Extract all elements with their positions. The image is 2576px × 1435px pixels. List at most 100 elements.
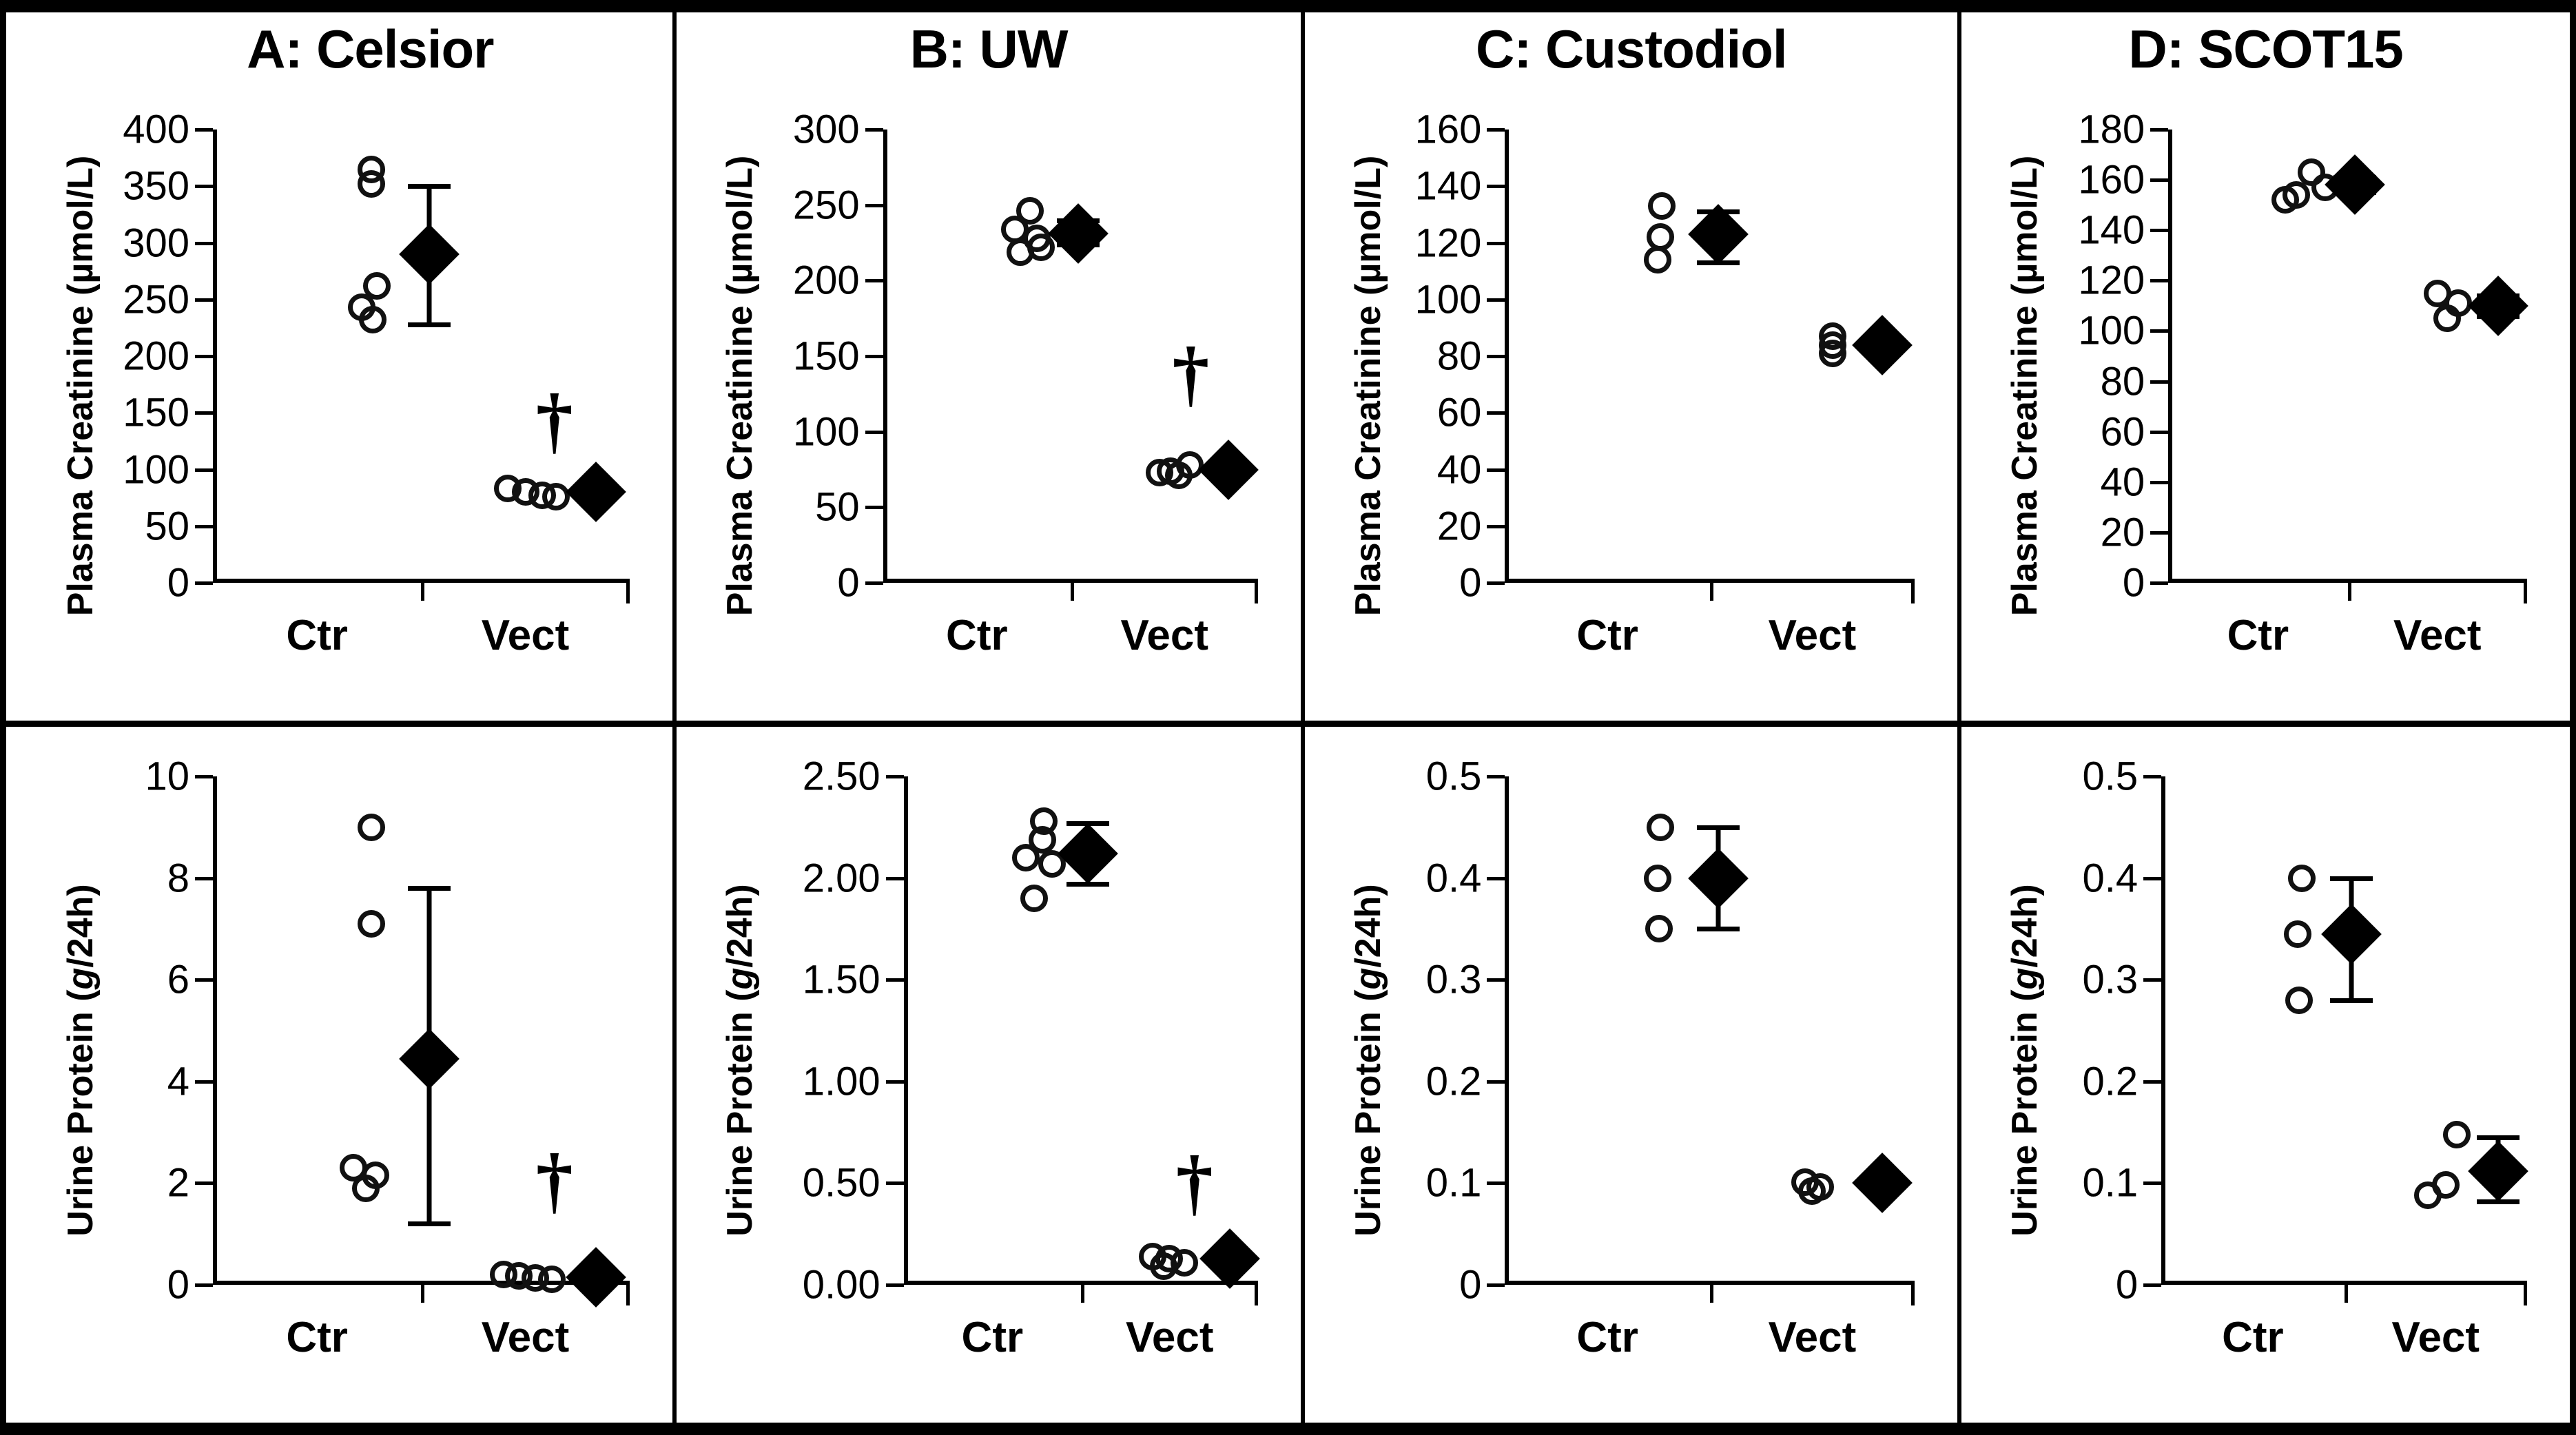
y-tick: [1487, 978, 1505, 982]
data-point: [357, 813, 385, 841]
y-axis-label: Plasma Creatinine (µmol/L): [61, 155, 101, 617]
y-tick-label: 0: [167, 560, 189, 606]
data-point: [2283, 920, 2311, 948]
y-tick: [195, 978, 213, 982]
y-tick: [865, 355, 883, 358]
error-bar-cap-lower: [2476, 1199, 2520, 1204]
y-tick: [195, 128, 213, 132]
y-tick-label: 0.4: [1425, 856, 1482, 901]
y-tick-label: 50: [815, 484, 860, 530]
y-tick: [2150, 178, 2169, 183]
x-tick-mid: [2344, 1285, 2348, 1303]
mean-marker: [566, 1247, 627, 1308]
data-point: [2271, 186, 2300, 214]
y-tick: [195, 876, 213, 880]
y-tick: [2143, 775, 2162, 778]
y-tick-label: 0: [167, 1262, 189, 1308]
data-point: [357, 910, 385, 938]
mean-marker: [399, 224, 460, 285]
mean-marker: [2325, 154, 2385, 216]
y-tick: [195, 468, 213, 472]
y-tick-label: 100: [2078, 308, 2145, 353]
y-tick: [1487, 1181, 1505, 1186]
x-tick-end: [1255, 583, 1259, 603]
y-tick: [885, 775, 904, 778]
mean-marker: [2321, 903, 2382, 964]
y-tick: [1487, 355, 1505, 358]
y-tick: [1487, 775, 1505, 778]
mean-marker: [2468, 276, 2529, 336]
data-point: [1165, 462, 1193, 490]
y-axis-label: Urine Protein (g/24h): [1348, 884, 1389, 1237]
y-axis-label: Urine Protein (g/24h): [2005, 884, 2046, 1237]
y-tick-label: 0: [2122, 560, 2145, 606]
y-tick: [195, 298, 213, 302]
y-tick: [865, 581, 883, 585]
y-tick-label: 160: [2078, 157, 2145, 203]
x-axis-label-ctr: Ctr: [2227, 612, 2289, 659]
y-tick-label: 2.50: [802, 754, 880, 799]
y-tick: [1487, 876, 1505, 880]
y-tick-label: 300: [123, 220, 189, 265]
y-tick-label: 1.00: [802, 1059, 880, 1104]
data-point: [1647, 813, 1675, 841]
y-tick: [2143, 1181, 2162, 1186]
data-point: [1150, 1252, 1178, 1281]
x-axis-line: [2161, 1281, 2527, 1285]
y-tick: [2150, 229, 2169, 233]
data-point: [1645, 915, 1673, 943]
y-axis-line: [2168, 130, 2173, 583]
mean-marker: [1687, 847, 1749, 909]
y-tick: [2150, 380, 2169, 384]
y-tick: [195, 185, 213, 189]
y-tick-label: 0.5: [1425, 754, 1482, 799]
x-tick-end: [1255, 1285, 1259, 1305]
y-axis-label: Urine Protein (g/24h): [61, 884, 101, 1237]
panel-title: A: Celsior: [247, 19, 494, 79]
y-tick-label: 1.50: [802, 957, 880, 1002]
data-point: [1029, 825, 1057, 854]
data-point: [1648, 192, 1676, 220]
y-tick-label: 0.3: [1425, 957, 1482, 1002]
x-tick-mid: [1709, 583, 1713, 601]
x-axis-line: [213, 1281, 630, 1285]
y-tick: [865, 128, 883, 132]
y-tick: [1487, 1080, 1505, 1084]
y-tick-label: 20: [1436, 504, 1482, 549]
y-tick-label: 60: [1436, 390, 1482, 435]
y-tick-label: 100: [1414, 277, 1482, 322]
y-tick-label: 100: [792, 409, 860, 455]
y-axis-label: Plasma Creatinine (µmol/L): [1348, 155, 1389, 617]
y-tick: [2150, 430, 2169, 434]
x-axis-label-ctr: Ctr: [946, 612, 1008, 659]
y-tick-label: 200: [792, 258, 860, 303]
y-tick-label: 0.2: [2082, 1059, 2139, 1104]
y-tick-label: 150: [123, 390, 189, 435]
error-bar-cap-upper: [2476, 1135, 2520, 1140]
y-tick: [2150, 128, 2169, 132]
y-tick-label: 160: [1414, 107, 1482, 152]
x-axis-label-vect: Vect: [1768, 612, 1857, 659]
data-point: [2433, 304, 2461, 333]
data-point: [1020, 885, 1049, 913]
y-tick: [2143, 1283, 2162, 1287]
data-point: [1644, 864, 1672, 892]
y-tick-label: 0: [1459, 560, 1482, 606]
y-tick-label: 2.00: [802, 856, 880, 901]
y-tick-label: 180: [2078, 107, 2145, 152]
y-axis-line: [2161, 776, 2166, 1285]
y-tick: [195, 1283, 213, 1287]
y-tick: [1487, 298, 1505, 302]
x-tick-end: [1911, 583, 1915, 603]
y-tick: [865, 203, 883, 207]
y-tick-label: 120: [2078, 258, 2145, 303]
y-tick: [195, 1080, 213, 1084]
